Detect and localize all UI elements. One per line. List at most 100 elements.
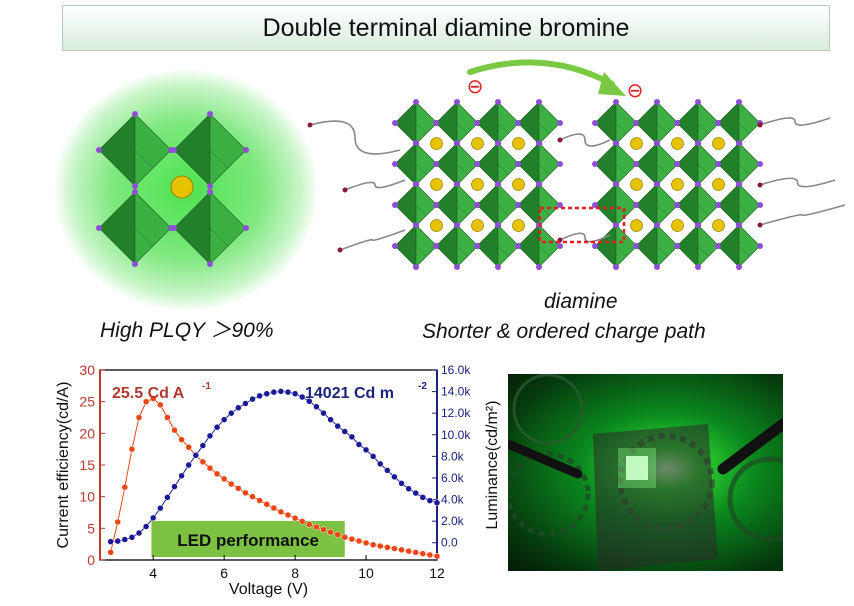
ce-point (185, 444, 192, 451)
ce-point (270, 504, 278, 512)
bromide-atom (495, 140, 501, 146)
bromide-atom (454, 222, 460, 228)
bromide-atom (613, 264, 619, 270)
y-tick-label: 25 (79, 394, 95, 410)
electron-symbol-1: ⊖ (627, 78, 644, 102)
led-performance-label: LED performance (177, 531, 319, 550)
ce-point (376, 542, 384, 550)
luminance-point (220, 416, 228, 423)
bromide-atom (557, 120, 563, 126)
luminance-point (426, 497, 434, 504)
bromide-atom (674, 202, 680, 208)
bromide-atom (695, 140, 701, 146)
y-tick-label: 10 (79, 489, 95, 505)
bromide-atom (674, 161, 680, 167)
ce-point (412, 549, 419, 556)
bromide-atom (557, 202, 563, 208)
lum-peak-superscript: -2 (418, 381, 427, 392)
bromide-atom (613, 222, 619, 228)
bromide-atom (515, 202, 521, 208)
ce-point (242, 489, 249, 497)
bromide-atom (433, 120, 439, 126)
cation-sphere (630, 219, 643, 232)
y-tick-label: 5 (87, 520, 95, 536)
luminance-point (164, 494, 171, 501)
bromide-atom (207, 111, 213, 117)
lattice-block-left-octa (392, 99, 440, 147)
y-right-axis-label: Luminance(cd/m²) (484, 401, 501, 530)
cation-sphere (430, 137, 443, 150)
bromide-atom (592, 161, 598, 167)
bromide-atom (633, 120, 639, 126)
bromide-atom (674, 120, 680, 126)
bromide-atom (695, 264, 701, 270)
luminance-point (235, 404, 242, 412)
bromide-atom (736, 99, 742, 105)
plqy-caption: High PLQY ＞90% (100, 319, 274, 342)
ce-point (220, 475, 228, 483)
organic-chain (559, 232, 611, 243)
bromide-atom (474, 120, 480, 126)
lattice-block-left-octa (515, 140, 563, 188)
ce-point (277, 508, 285, 516)
bromide-atom (674, 243, 680, 249)
luminance-point (291, 390, 299, 397)
ce-point (405, 547, 412, 555)
cation-sphere (712, 219, 725, 232)
cation-sphere (630, 178, 643, 191)
ce-point (341, 533, 349, 541)
cation-sphere (430, 178, 443, 191)
bromide-atom (474, 161, 480, 167)
bromide-atom (654, 99, 660, 105)
luminance-point (206, 432, 214, 440)
bromide-atom (736, 181, 742, 187)
bromide-atom (474, 202, 480, 208)
bromide-atom (392, 243, 398, 249)
luminance-point (277, 388, 285, 395)
ce-point (419, 550, 427, 557)
cluster-octahedron-3 (171, 189, 249, 267)
led-performance-box (151, 521, 345, 557)
luminance-point (256, 392, 263, 400)
y-right-tick-label: 8.0k (441, 449, 465, 463)
bromide-atom (557, 243, 563, 249)
y-right-tick-label: 2.0k (441, 514, 465, 528)
amine-end (307, 122, 313, 128)
bromide-atom (613, 140, 619, 146)
luminance-point (199, 442, 207, 449)
luminance-point (362, 446, 370, 454)
luminance-point (412, 489, 419, 497)
lum-peak-annotation: 14021 Cd m (305, 385, 394, 402)
bromide-atom (243, 225, 249, 231)
lattice-block-left-octa (474, 222, 522, 270)
luminance-point (142, 523, 150, 530)
amine-end (757, 222, 763, 228)
ce-point (426, 551, 434, 559)
bromide-atom (695, 181, 701, 187)
bromide-atom (96, 147, 102, 153)
y-tick-label: 20 (79, 425, 95, 441)
bromide-atom (413, 181, 419, 187)
lattice-block-right-octa (715, 222, 763, 270)
luminance-point (405, 485, 412, 492)
lattice-block-right-octa (633, 99, 681, 147)
ce-point (235, 485, 242, 492)
bromide-atom (536, 264, 542, 270)
charge-transfer-arrow (467, 59, 615, 87)
bromide-atom (474, 243, 480, 249)
luminance-point (398, 480, 405, 487)
bromide-atom (536, 140, 542, 146)
amine-end (337, 247, 343, 253)
bromide-atom (132, 111, 138, 117)
lattice-block-right-octa (592, 140, 640, 188)
organic-chain (344, 179, 406, 191)
bromide-atom (413, 264, 419, 270)
luminance-point (433, 499, 441, 507)
ce-point (228, 480, 235, 488)
ce-point (398, 546, 405, 554)
bromide-atom (736, 222, 742, 228)
cation-sphere (471, 219, 484, 232)
bromide-atom (654, 181, 660, 187)
